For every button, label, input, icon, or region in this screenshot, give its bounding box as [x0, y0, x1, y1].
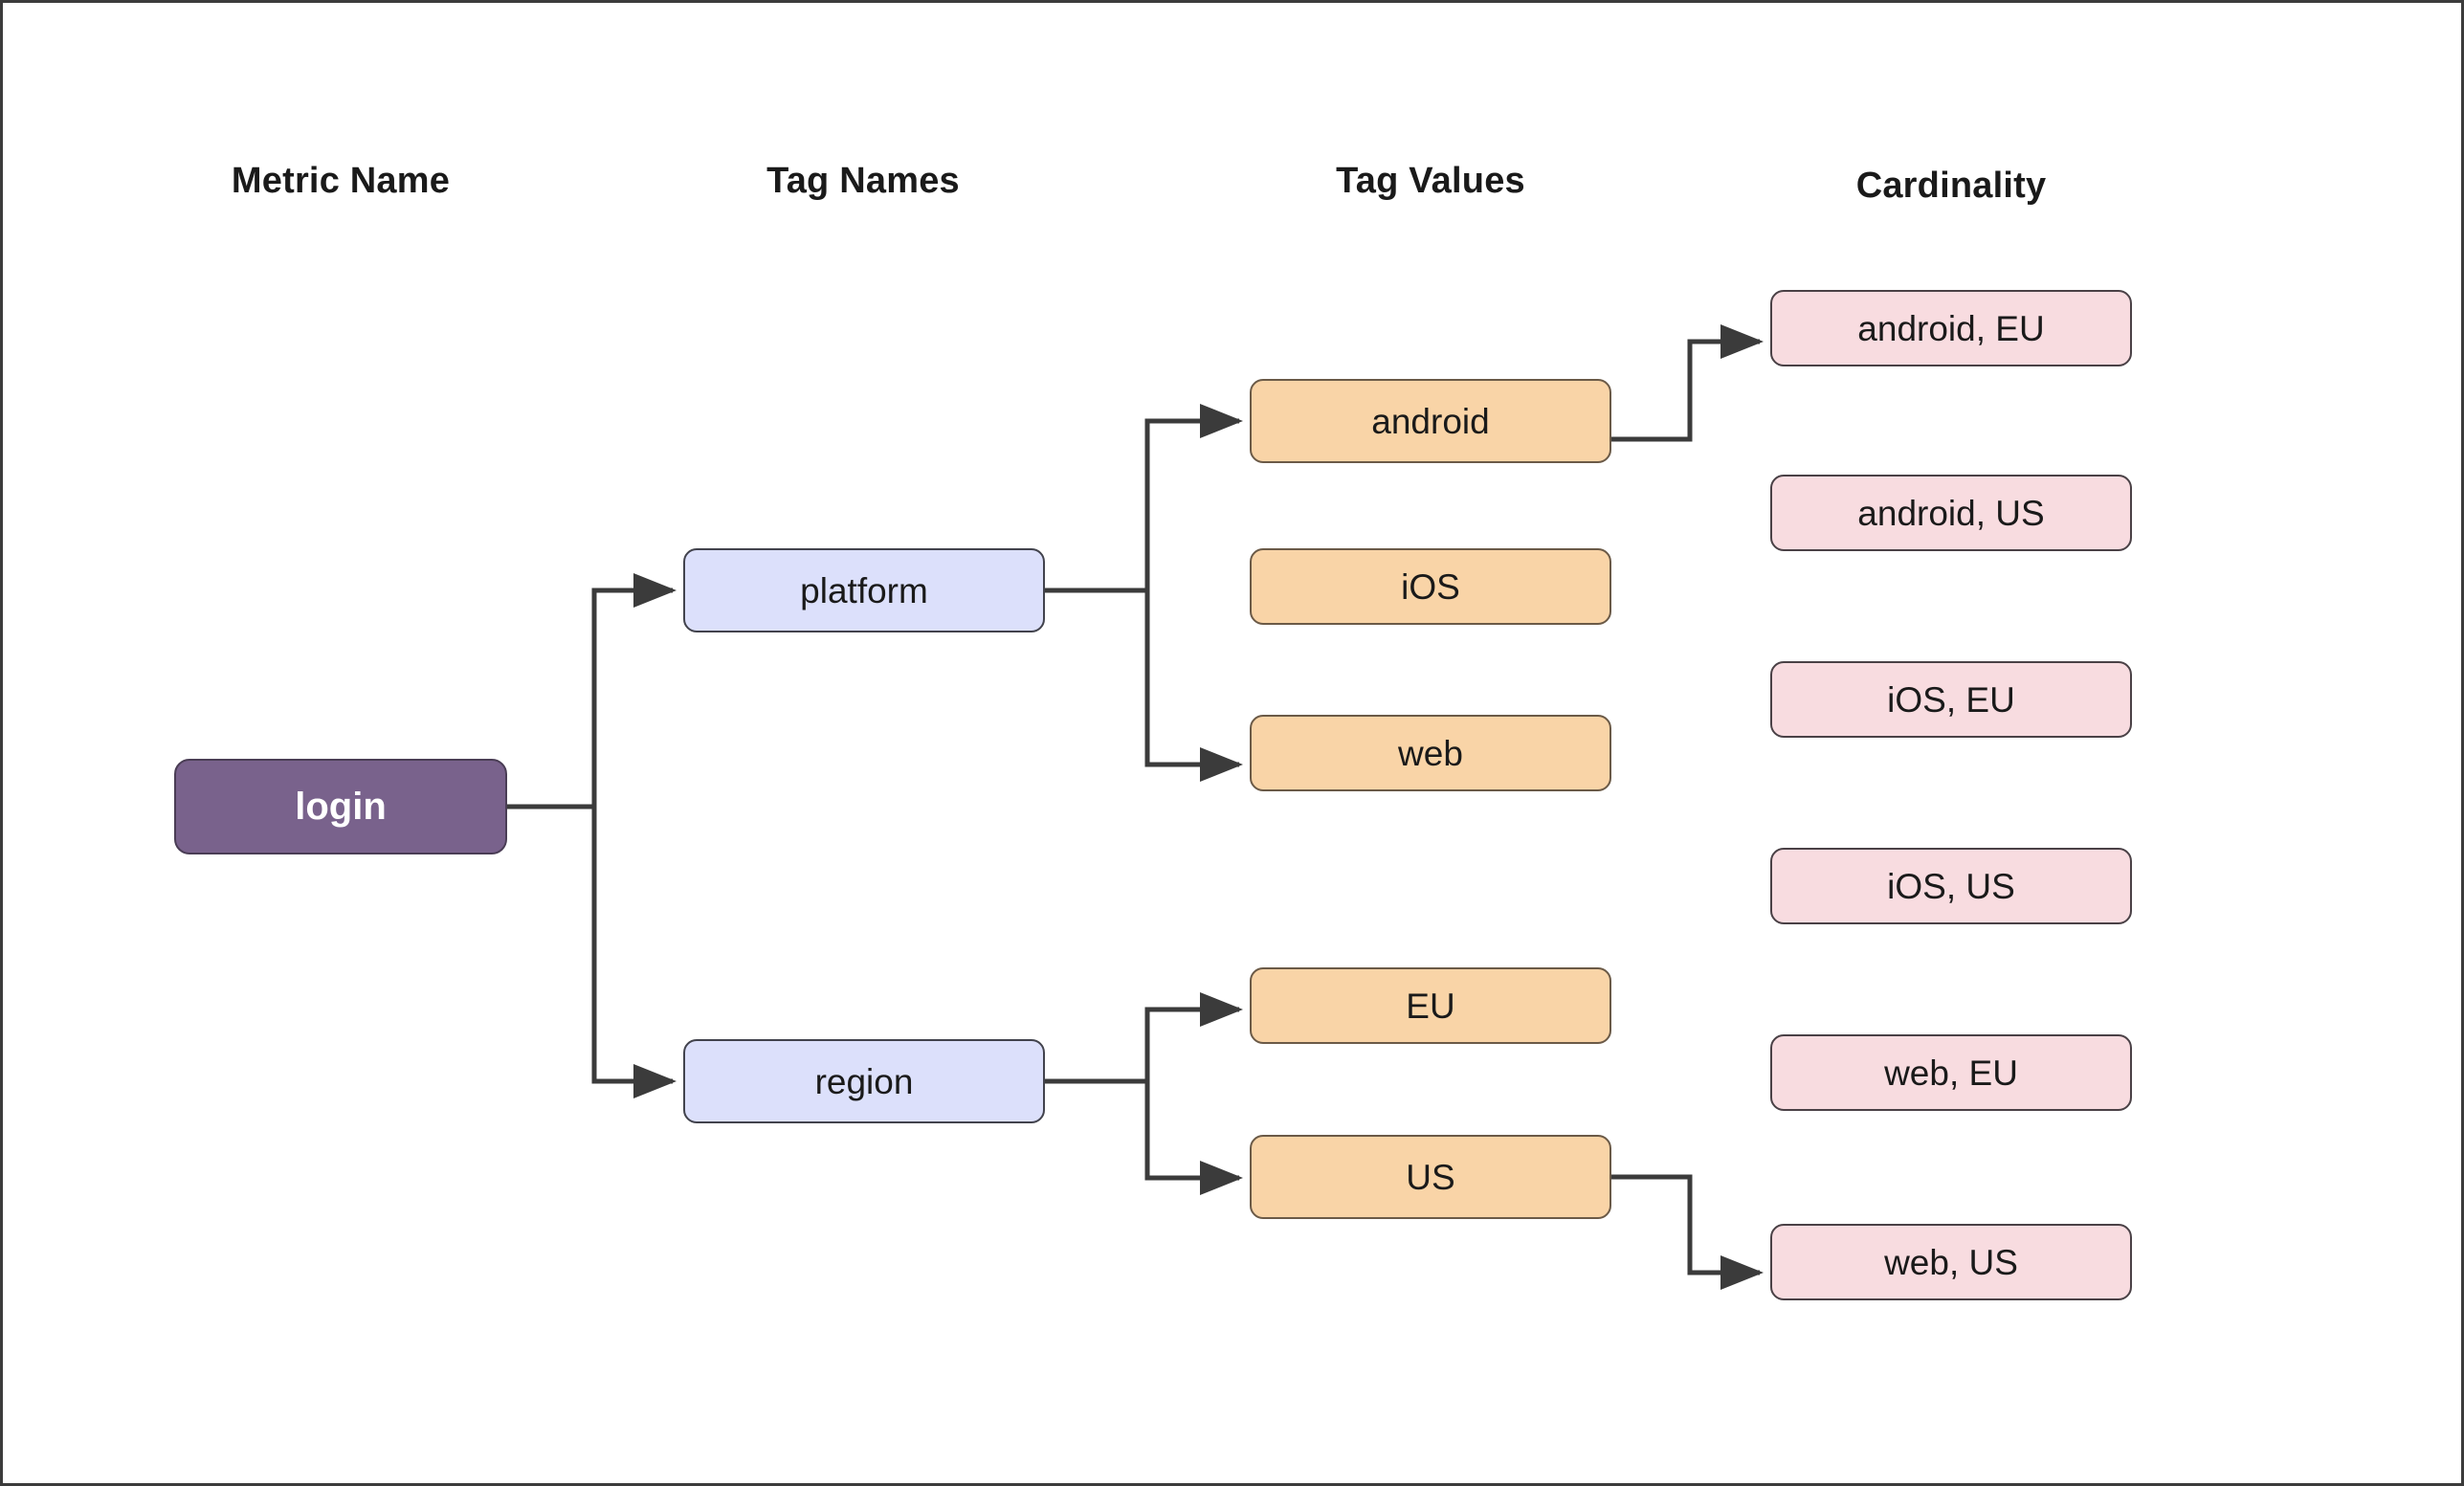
edge-platform-web: [1045, 588, 1244, 783]
column-header-tag-values: Tag Values: [1336, 161, 1525, 201]
edge-us-web-us: [1611, 1174, 1765, 1291]
node-cardinality-web-us[interactable]: web, US: [1770, 1224, 2132, 1300]
node-metric-login[interactable]: login: [174, 759, 507, 854]
edge-region-eu: [1045, 992, 1244, 1084]
column-header-tag-names: Tag Names: [766, 161, 960, 201]
node-cardinality-android-us[interactable]: android, US: [1770, 475, 2132, 551]
node-cardinality-web-eu[interactable]: web, EU: [1770, 1034, 2132, 1111]
edge-region-us: [1045, 1078, 1244, 1196]
node-tagname-region[interactable]: region: [683, 1039, 1045, 1123]
edge-login-region: [507, 804, 677, 1099]
node-tagvalue-eu[interactable]: EU: [1250, 967, 1611, 1044]
node-cardinality-ios-eu[interactable]: iOS, EU: [1770, 661, 2132, 738]
edge-android-android-eu: [1611, 324, 1765, 442]
node-tagvalue-ios[interactable]: iOS: [1250, 548, 1611, 625]
node-cardinality-android-eu[interactable]: android, EU: [1770, 290, 2132, 366]
node-tagvalue-android[interactable]: android: [1250, 379, 1611, 463]
edge-login-platform: [507, 573, 677, 810]
edge-platform-android: [1045, 404, 1244, 593]
node-cardinality-ios-us[interactable]: iOS, US: [1770, 848, 2132, 924]
node-tagvalue-us[interactable]: US: [1250, 1135, 1611, 1219]
column-header-metric-name: Metric Name: [231, 161, 451, 201]
node-tagname-platform[interactable]: platform: [683, 548, 1045, 632]
node-tagvalue-web[interactable]: web: [1250, 715, 1611, 791]
column-header-cardinality: Cardinality: [1855, 166, 2047, 206]
